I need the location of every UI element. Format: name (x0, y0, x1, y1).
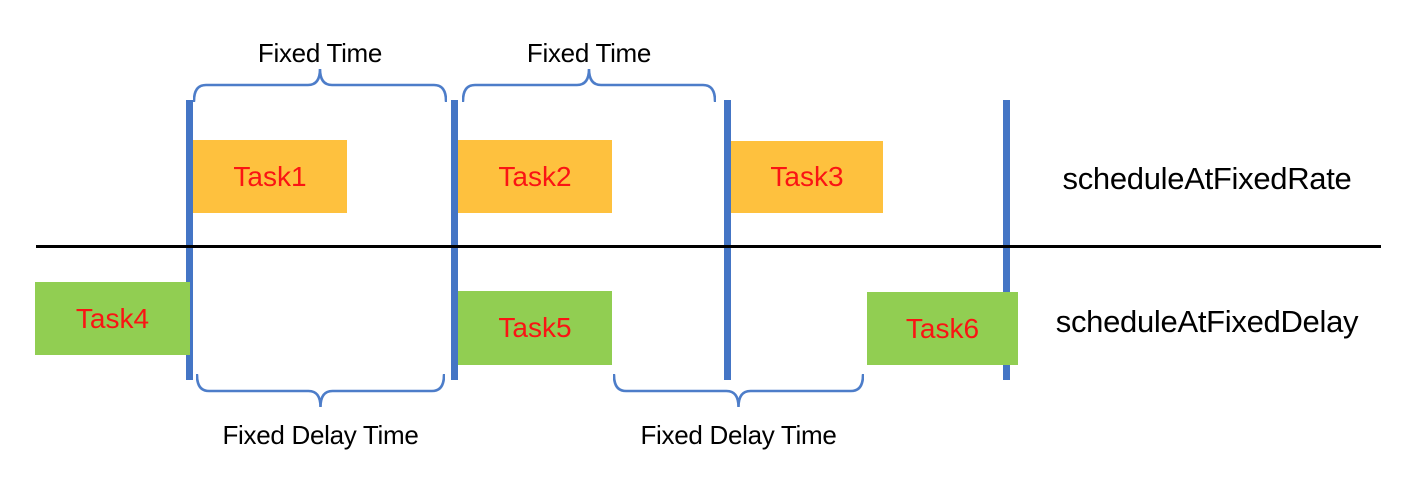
row-divider-line (36, 245, 1381, 248)
task-box-task1: Task1 (193, 140, 347, 213)
fixed-delay-time-label-2: Fixed Delay Time (640, 420, 837, 450)
timeline-tick-3 (724, 100, 731, 380)
fixed-delay-time-label-1: Fixed Delay Time (222, 420, 419, 450)
task-box-task3: Task3 (731, 141, 883, 213)
task-box-task4: Task4 (35, 282, 190, 355)
fixed-time-brace-2 (462, 68, 716, 102)
task-box-task2: Task2 (458, 140, 612, 213)
fixed-time-label-1: Fixed Time (257, 38, 383, 68)
fixed-time-brace-1 (193, 68, 447, 102)
task-box-task5: Task5 (458, 291, 612, 365)
fixed-delay-brace-1 (196, 374, 445, 408)
fixed-time-label-2: Fixed Time (526, 38, 652, 68)
task-box-task6: Task6 (867, 292, 1018, 365)
method-label-schedule-at-fixed-delay: scheduleAtFixedDelay (1055, 304, 1359, 339)
timeline-tick-2 (451, 100, 458, 380)
timeline-tick-4 (1003, 100, 1010, 380)
method-label-schedule-at-fixed-rate: scheduleAtFixedRate (1062, 161, 1352, 196)
timeline-tick-1 (186, 100, 193, 380)
fixed-delay-brace-2 (613, 374, 864, 408)
